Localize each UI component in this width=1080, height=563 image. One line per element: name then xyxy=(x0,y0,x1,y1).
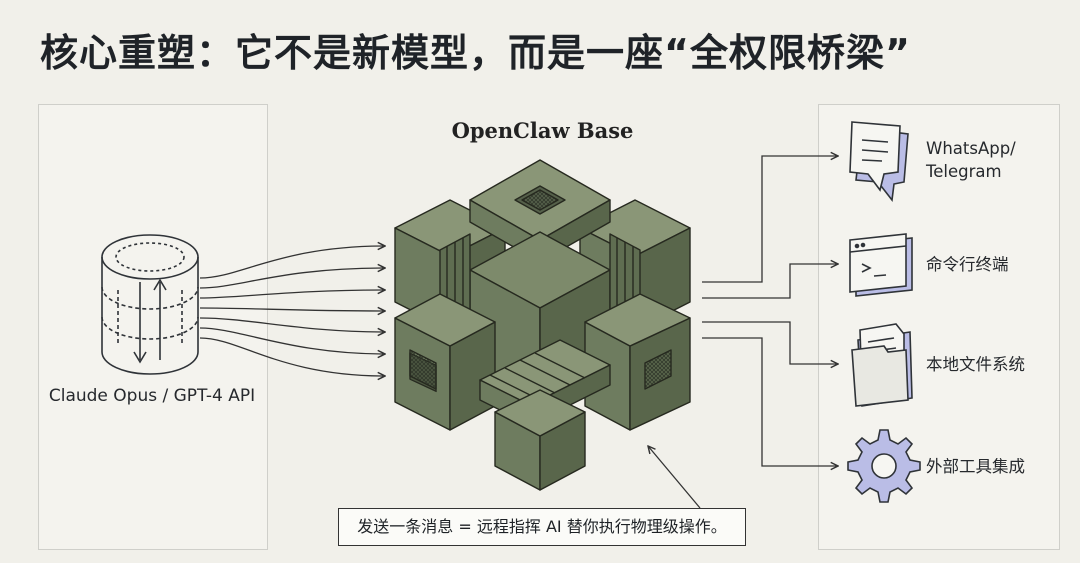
source-panel xyxy=(38,104,268,550)
folder-icon xyxy=(851,323,913,407)
page-title: 核心重塑：它不是新模型，而是一座“全权限桥梁” xyxy=(40,31,911,75)
note-box: 发送一条消息 = 远程指挥 AI 替你执行物理级操作。 xyxy=(338,508,746,546)
source-label: Claude Opus / GPT-4 API xyxy=(48,386,256,406)
gear-icon xyxy=(847,429,921,503)
interlocking-cube-icon xyxy=(394,159,691,491)
terminal-window-icon xyxy=(849,233,913,297)
output-label-terminal: 命令行终端 xyxy=(926,255,1009,274)
database-cylinder-icon xyxy=(101,234,199,375)
output-label-line: WhatsApp/ xyxy=(926,139,1016,158)
outputs-panel xyxy=(818,104,1060,550)
output-label-line: Telegram xyxy=(926,162,1002,181)
output-label-filesystem: 本地文件系统 xyxy=(926,355,1025,374)
chat-bubble-icon xyxy=(849,121,909,203)
output-label-tools: 外部工具集成 xyxy=(926,457,1025,476)
output-label-messaging: WhatsApp/ Telegram xyxy=(926,137,1016,183)
input-arrows xyxy=(199,246,385,376)
output-arrows xyxy=(702,156,838,466)
note-pointer xyxy=(648,446,701,509)
hub-title: OpenClaw Base xyxy=(451,118,634,143)
